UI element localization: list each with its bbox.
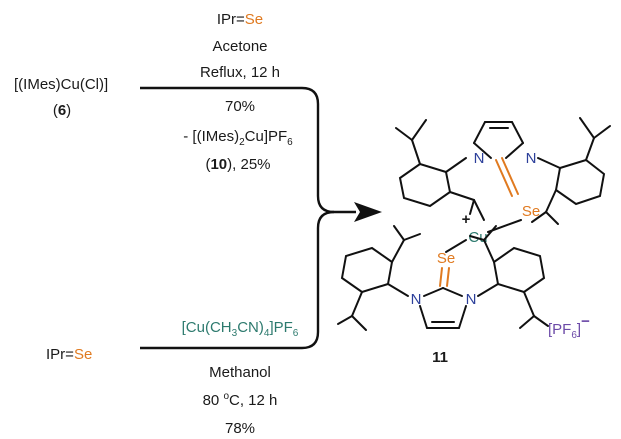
bottom-solvent: Methanol [209, 364, 271, 381]
lower-n-right: N [466, 291, 477, 308]
lower-n-left: N [411, 291, 422, 308]
lower-se: Se [437, 250, 455, 267]
top-byproduct-line2: (10), 25% [205, 156, 270, 173]
top-conditions: Reflux, 12 h [200, 64, 280, 81]
top-reagent: IPr=Se [217, 11, 263, 28]
arrow-head [354, 202, 382, 222]
cu-charge: + [462, 211, 471, 228]
anion-label: [PF6]− [548, 313, 590, 341]
bottom-yield: 78% [225, 420, 255, 437]
top-reagent-se: Se [245, 11, 263, 28]
upper-n-right: N [526, 150, 537, 167]
bottom-temp: 80 oC, 12 h [203, 391, 278, 409]
upper-ipr-ligand [395, 117, 611, 225]
top-reactant-number: 6 [58, 102, 66, 119]
cu-se-bond-lower [445, 239, 467, 253]
top-reactant-line1: [(IMes)Cu(Cl)] [14, 76, 108, 93]
top-yield: 70% [225, 98, 255, 115]
upper-n-left: N [474, 150, 485, 167]
bottom-reactant-se: Se [74, 346, 92, 363]
top-solvent: Acetone [212, 38, 267, 55]
lower-ipr-ligand [337, 225, 549, 331]
upper-se: Se [522, 203, 540, 220]
top-byproduct-line1: - [(IMes)2Cu]PF6 [183, 128, 293, 148]
bottom-reactant: IPr=Se [46, 346, 92, 363]
top-route-line [140, 86, 356, 214]
top-reactant-line2: (6) [53, 102, 71, 119]
bottom-route-line [140, 210, 335, 350]
product-number: 11 [432, 349, 448, 366]
top-byproduct-number: 10 [210, 156, 227, 173]
bottom-reagent: [Cu(CH3CN)4]PF6 [182, 319, 299, 339]
